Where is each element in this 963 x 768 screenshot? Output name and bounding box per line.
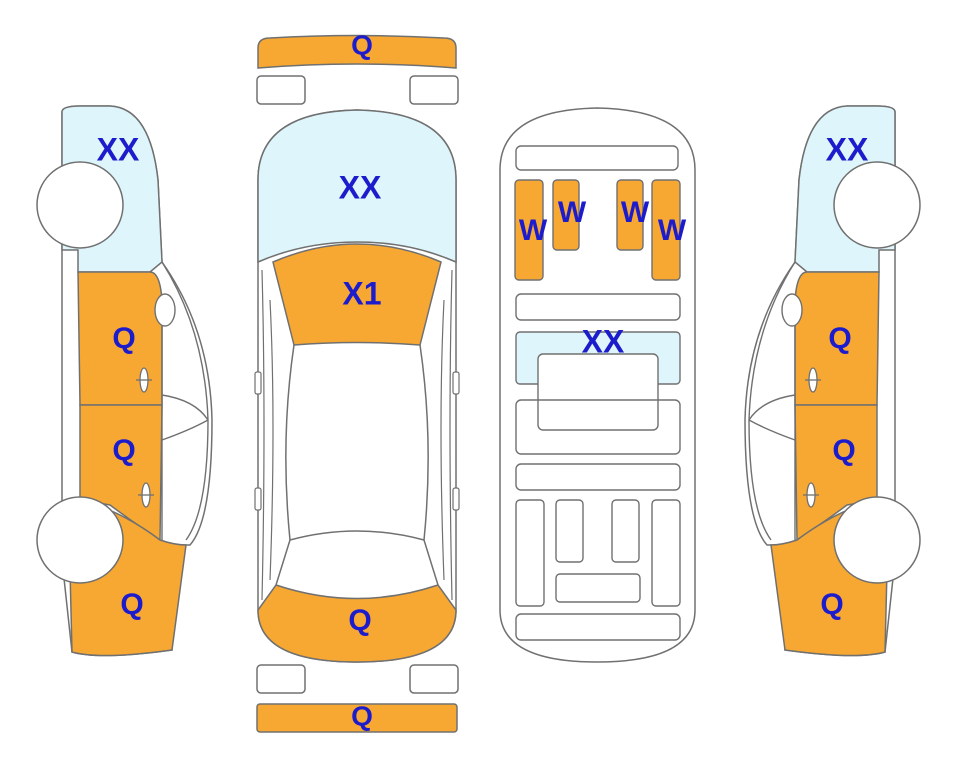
label-left-rear-panel: Q: [120, 588, 143, 621]
label-right-hood: XX: [826, 131, 869, 167]
seat-panel-4[interactable]: [651, 179, 681, 281]
right-door-handle: [452, 487, 460, 511]
underbody-left-block: [515, 399, 681, 455]
seat-panel-2[interactable]: [552, 179, 580, 251]
right-rear-handle: [803, 482, 819, 508]
label-left-rear-door: Q: [112, 434, 135, 467]
label-floor-pan: XX: [582, 323, 625, 359]
rear-block-5: [555, 573, 641, 603]
label-left-front-door: Q: [112, 322, 135, 355]
rear-block-2: [555, 499, 584, 563]
roof-top-panel[interactable]: [257, 109, 457, 264]
seat-panel-1[interactable]: [514, 179, 544, 281]
underbody-bar-lower: [515, 463, 681, 491]
top-view-car: Q XX X1 Q Q: [254, 29, 460, 733]
label-seat-2: W: [558, 196, 587, 229]
left-headlight: [256, 75, 306, 105]
center-box: [537, 353, 659, 431]
left-front-wheel: [36, 161, 124, 249]
right-front-wheel: [833, 161, 921, 249]
left-front-handle: [136, 367, 152, 393]
label-roof-top: XX: [339, 169, 382, 205]
right-taillight: [409, 664, 459, 694]
rear-block-4: [651, 499, 681, 607]
right-headlight: [409, 75, 459, 105]
side-contour-left: [261, 269, 274, 601]
underbody-bar-top: [515, 145, 679, 171]
cabin-outline: [285, 344, 429, 541]
label-seat-1: W: [519, 214, 548, 247]
trunk-area-panel[interactable]: [257, 584, 457, 663]
front-bumper-panel[interactable]: [257, 34, 457, 69]
left-side-mirror: [154, 293, 176, 327]
label-right-rear-door: Q: [832, 434, 855, 467]
rear-block-3: [611, 499, 640, 563]
label-front-bumper: Q: [351, 29, 373, 60]
hood-area-panel[interactable]: [272, 243, 442, 346]
right-side-mirror: [781, 293, 803, 327]
label-right-rear-panel: Q: [820, 588, 843, 621]
label-hood-area: X1: [342, 275, 381, 311]
right-side-view-car: [744, 105, 921, 657]
right-front-handle: [805, 367, 821, 393]
label-right-front-door: Q: [828, 322, 851, 355]
left-door-handle: [254, 487, 262, 511]
label-seat-4: W: [658, 214, 687, 247]
left-taillight: [256, 664, 306, 694]
underbody-bar-mid: [515, 293, 681, 321]
underbody-view-car: W W W W XX: [499, 107, 696, 663]
left-window-outline: [161, 261, 209, 541]
right-mirror: [452, 371, 460, 395]
right-side-labels: XX Q Q Q: [820, 131, 869, 620]
left-side-view-car: XX Q Q Q: [36, 105, 213, 657]
left-mirror: [254, 371, 262, 395]
side-contour-right: [440, 269, 453, 601]
rear-window-line: [275, 530, 439, 586]
label-trunk-area: Q: [348, 604, 371, 637]
rear-block-1: [515, 499, 545, 607]
left-rear-handle: [138, 482, 154, 508]
right-rear-wheel: [833, 496, 921, 584]
right-window-outline: [748, 261, 796, 541]
label-rear-bumper: Q: [351, 700, 373, 731]
label-left-hood: XX: [97, 131, 140, 167]
rear-bumper-panel[interactable]: [256, 703, 458, 733]
seat-panel-3[interactable]: [616, 179, 644, 251]
label-seat-3: W: [621, 196, 650, 229]
underbody-bar-bottom: [515, 613, 681, 641]
left-rear-wheel: [36, 496, 124, 584]
